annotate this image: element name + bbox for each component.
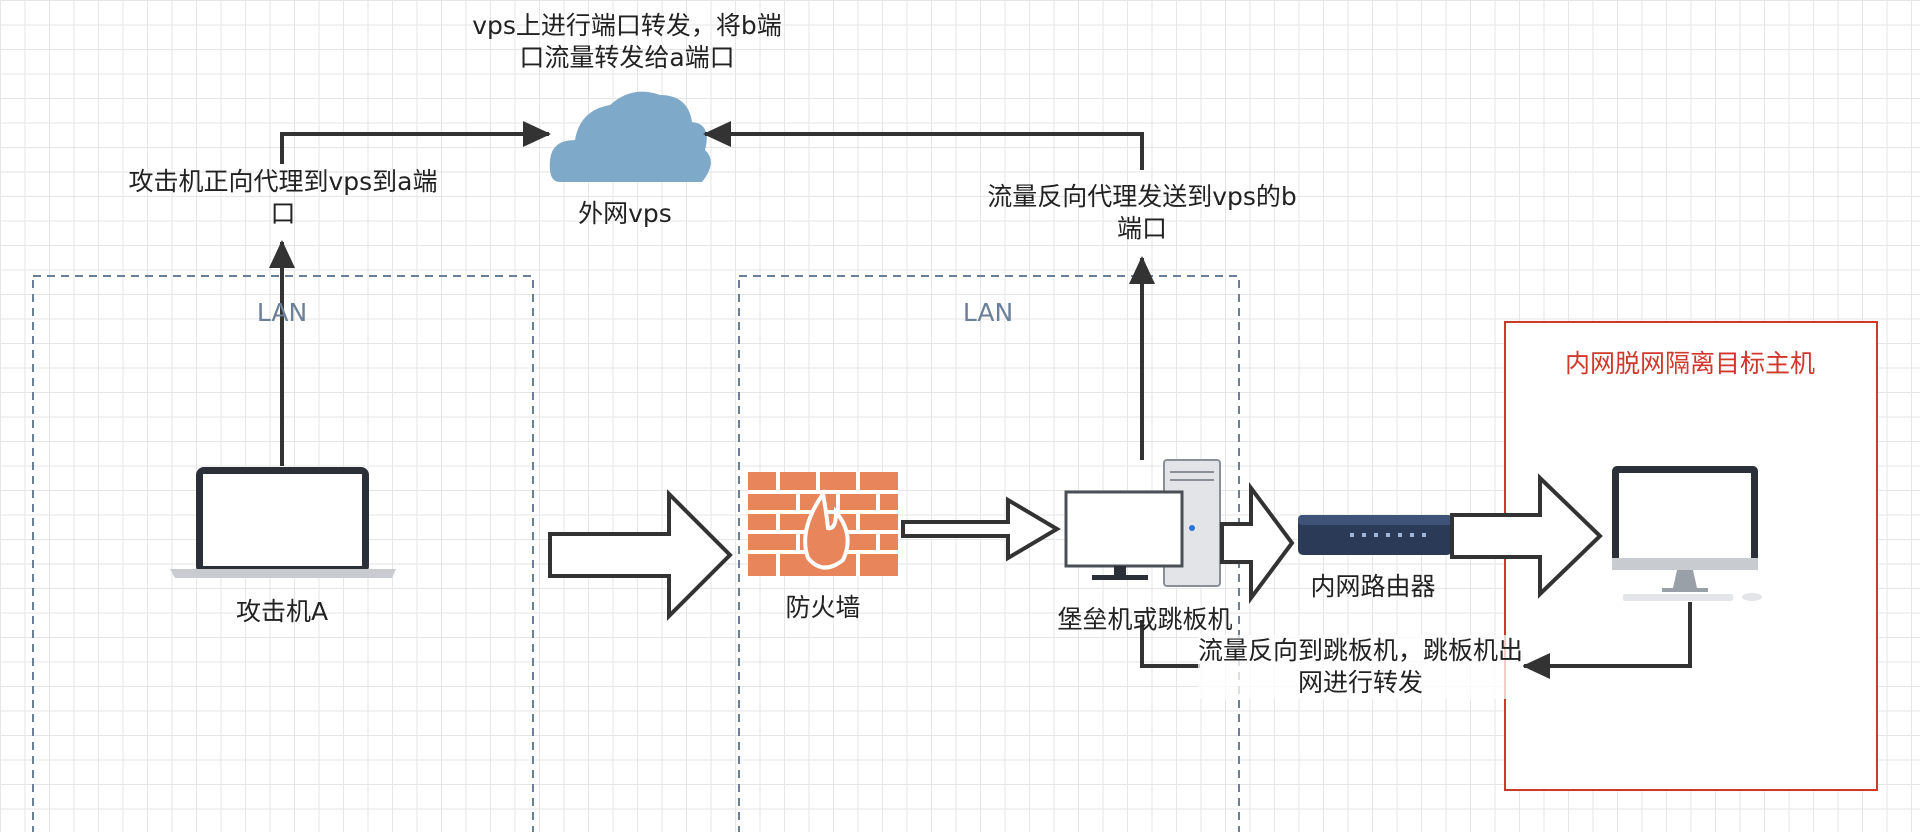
label-vps: 外网vps (578, 199, 672, 228)
arrow-proxy-to-cloud (280, 121, 551, 164)
block-arrow-to-router (1220, 481, 1295, 605)
label-attacker: 攻击机A (235, 597, 329, 626)
target-computer-icon (1612, 466, 1762, 601)
label-router: 内网路由器 (1310, 572, 1436, 601)
isolated-zone-title: 内网脱网隔离目标主机 (1564, 349, 1815, 378)
arrow-reverse-to-cloud (703, 121, 1144, 170)
arrow-target-return (1522, 602, 1692, 679)
block-arrow-to-firewall (548, 489, 733, 621)
lan-label-left: LAN (256, 298, 308, 327)
lan-box-left (32, 275, 534, 832)
label-return-flow: 流量反向到跳板机，跳板机出网进行转发 (1198, 635, 1524, 699)
lan-label-middle: LAN (962, 298, 1014, 327)
label-firewall: 防火墙 (785, 593, 861, 622)
label-jump-host: 堡垒机或跳板机 (1057, 605, 1233, 634)
desktop-monitor-icon (1064, 490, 1184, 580)
block-arrow-to-target (1450, 473, 1603, 599)
firewall-icon (748, 472, 898, 576)
arrow-return-to-jump (1140, 620, 1200, 668)
label-attacker-forward-proxy: 攻击机正向代理到vps到a端口 (128, 167, 438, 228)
label-vps-port-forward: vps上进行端口转发，将b端口流量转发给a端口 (472, 11, 782, 72)
laptop-icon (170, 467, 396, 578)
block-arrow-to-jump-host (901, 496, 1061, 562)
router-icon (1298, 515, 1452, 555)
label-reverse-proxy: 流量反向代理发送到vps的b端口 (987, 182, 1297, 243)
cloud-icon (549, 91, 711, 182)
